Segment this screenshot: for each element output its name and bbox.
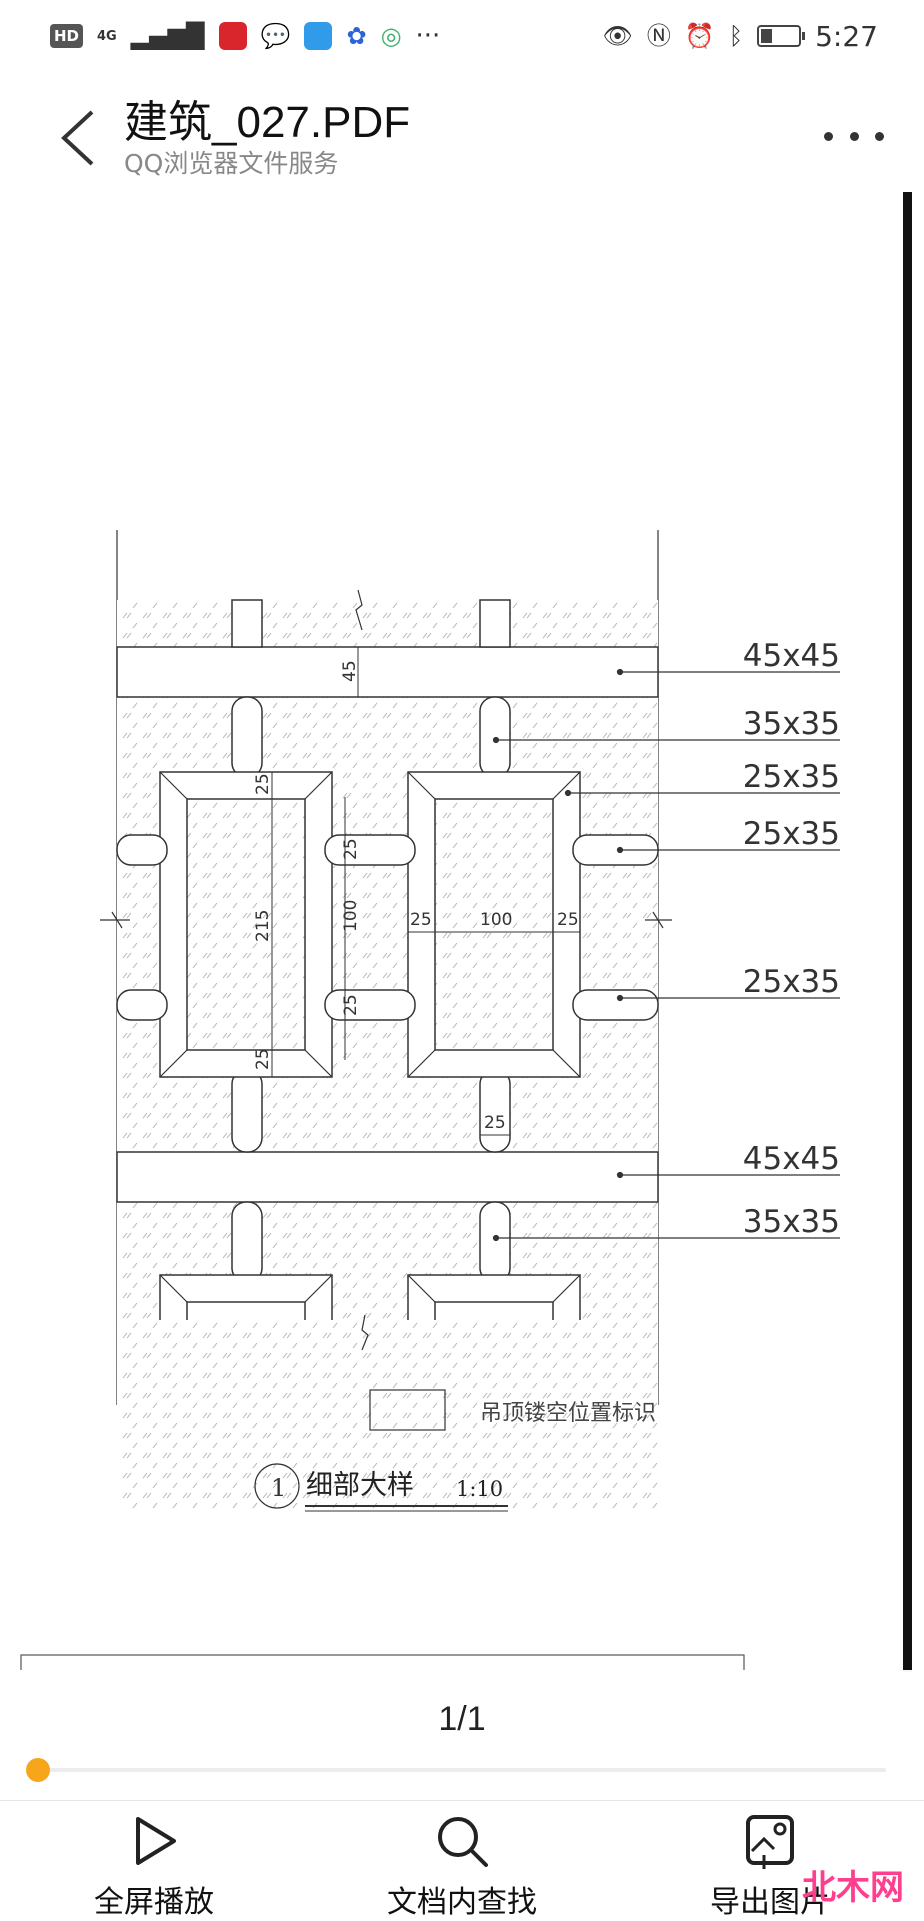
page-slider-knob[interactable]: [26, 1758, 50, 1782]
signal-icon: ▂▄▆█: [130, 22, 205, 50]
scrollbar-thumb[interactable]: [903, 192, 912, 1672]
pdf-document-view[interactable]: 45x45 35x35 25x35 25x35 25x35 45x45 35x3…: [0, 190, 924, 1676]
file-source: QQ浏览器文件服务: [124, 149, 339, 178]
dim-25-left: 25: [410, 910, 432, 930]
cad-drawing: 45x45 35x35 25x35 25x35 25x35 45x45 35x3…: [20, 530, 840, 1676]
clock: 5:27: [815, 19, 878, 53]
bluetooth-icon: ᛒ: [728, 22, 744, 50]
dim-25-connector-lower: 25: [341, 994, 361, 1016]
caption-scale: 1:10: [456, 1477, 503, 1501]
page-indicator: 1/1: [438, 1700, 486, 1738]
dim-25-bottom: 25: [253, 1048, 273, 1070]
page-panel: 1/1: [0, 1670, 924, 1800]
caption-title: 细部大样: [306, 1470, 414, 1501]
search-icon: [438, 1817, 488, 1867]
caption-number: 1: [271, 1474, 286, 1502]
status-left: HD 4G ▂▄▆█ 💬 ✿ ◎ ···: [50, 21, 440, 51]
dim-45: 45: [340, 660, 360, 682]
bottom-toolbar: 全屏播放 文档内查找 导出图片: [0, 1800, 924, 1921]
hd-badge: HD: [50, 24, 84, 48]
legend-swatch: [369, 1389, 446, 1431]
frame-right: [407, 771, 581, 1078]
export-image-button[interactable]: 导出图片: [620, 1801, 920, 1921]
page-slider-track[interactable]: [38, 1768, 886, 1772]
dim-100-horizontal: 100: [480, 910, 512, 930]
document-search-button[interactable]: 文档内查找: [312, 1801, 612, 1921]
dim-25-top: 25: [253, 773, 273, 795]
frame-left: [159, 771, 333, 1078]
document-search-label: 文档内查找: [387, 1885, 537, 1920]
label-connector-25x35-lower: 25x35: [743, 964, 840, 1000]
export-image-label: 导出图片: [710, 1885, 830, 1920]
status-bar: HD 4G ▂▄▆█ 💬 ✿ ◎ ··· 👁 Ⓝ ⏰ ᛒ 5:27: [0, 0, 924, 72]
label-beam-45x45: 45x45: [743, 638, 840, 674]
beam-bottom: [116, 1151, 659, 1203]
nfc-icon: Ⓝ: [646, 22, 671, 50]
baidu-icon: ✿: [346, 22, 367, 50]
back-arrow-icon: [61, 110, 94, 166]
more-dot-icon: [875, 131, 884, 141]
label-strip-35x35: 35x35: [743, 706, 840, 742]
more-dot-icon: [824, 131, 833, 141]
network-type: 4G: [97, 28, 117, 44]
fullscreen-play-button[interactable]: 全屏播放: [4, 1801, 304, 1921]
label-frame-25x35: 25x35: [743, 759, 840, 795]
more-dot-icon: [849, 131, 859, 141]
more-notifications: ···: [415, 21, 441, 51]
dim-25-right: 25: [557, 910, 579, 930]
file-title: 建筑_027.PDF: [124, 98, 411, 147]
app-notification-icon: [218, 22, 247, 50]
wallet-icon: [304, 22, 333, 50]
fullscreen-play-label: 全屏播放: [94, 1885, 214, 1920]
eye-icon: 👁: [602, 22, 633, 50]
status-right: 👁 Ⓝ ⏰ ᛒ 5:27: [602, 20, 878, 53]
label-strip-35x35-lower: 35x35: [743, 1204, 840, 1240]
app-header: 建筑_027.PDF QQ浏览器文件服务: [0, 72, 924, 190]
dim-215: 215: [253, 910, 273, 942]
back-button[interactable]: [48, 98, 108, 178]
browser-icon: ◎: [380, 22, 402, 50]
alarm-icon: ⏰: [684, 22, 715, 50]
play-icon: [136, 1817, 176, 1865]
export-image-icon: [746, 1815, 794, 1869]
beam-top: [116, 646, 659, 698]
label-beam-45x45-lower: 45x45: [743, 1141, 840, 1177]
battery-icon: [757, 25, 806, 47]
message-icon: 💬: [260, 22, 291, 50]
dim-25-strip: 25: [484, 1113, 506, 1133]
legend-text: 吊顶镂空位置标识: [480, 1401, 656, 1426]
more-options-button[interactable]: [824, 116, 884, 156]
label-connector-25x35: 25x35: [743, 816, 840, 852]
dim-100-vertical: 100: [341, 900, 361, 932]
watermark: 北木网: [802, 1868, 904, 1908]
dim-25-connector: 25: [341, 838, 361, 860]
